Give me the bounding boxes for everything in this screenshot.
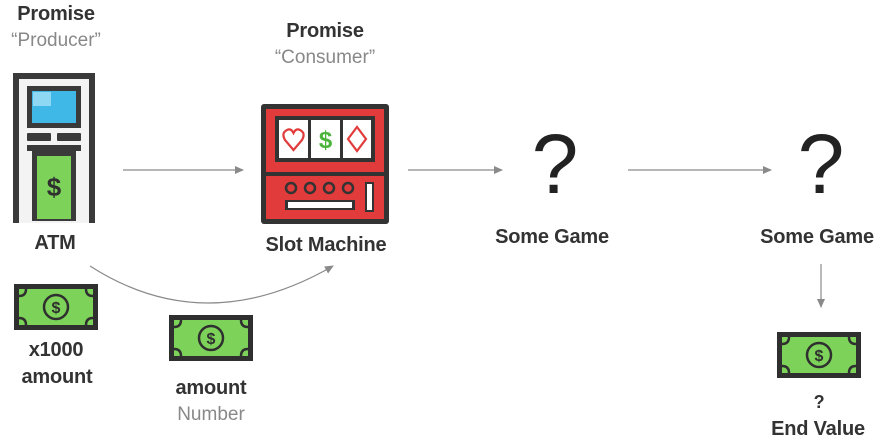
slot-machine-icon: $ — [261, 104, 389, 224]
atm-icon: $ — [13, 73, 95, 223]
svg-text:$: $ — [47, 172, 62, 202]
svg-text:$: $ — [319, 127, 333, 154]
end-value-question-mark: ? — [813, 392, 825, 412]
atm-label: ATM — [34, 232, 76, 254]
game-one-question-mark: ? — [531, 117, 579, 211]
game-one-label: Some Game — [495, 226, 609, 248]
banknote-icon-atm-cash — [12, 282, 100, 332]
banknote-icon-end-value — [775, 330, 863, 380]
producer-heading: Promise — [17, 3, 95, 25]
producer-subheading: “Producer” — [11, 30, 101, 51]
atm-cash-count: x1000 — [28, 339, 84, 361]
passed-value-type: Number — [177, 404, 245, 425]
slot-machine-label: Slot Machine — [265, 234, 387, 256]
passed-value-label: amount — [175, 377, 247, 399]
end-value-label: End Value — [771, 418, 865, 440]
arrow-amount-curve — [89, 265, 334, 304]
banknote-icon-amount — [167, 313, 255, 363]
game-two-label: Some Game — [760, 226, 874, 248]
atm-cash-label: amount — [21, 366, 93, 388]
game-two-question-mark: ? — [797, 117, 845, 211]
consumer-subheading: “Consumer” — [274, 47, 376, 68]
consumer-heading: Promise — [286, 20, 364, 42]
